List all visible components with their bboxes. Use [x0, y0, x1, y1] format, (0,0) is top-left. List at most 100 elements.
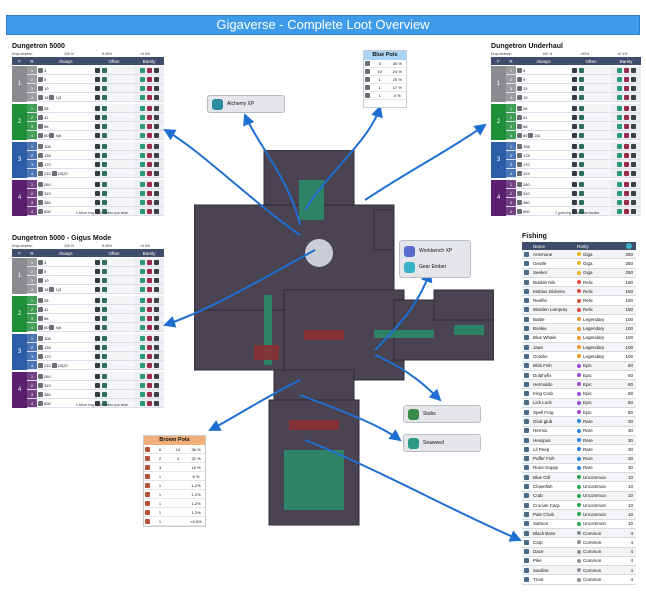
often-item-icon	[102, 297, 107, 303]
rare-item-icon	[630, 199, 636, 205]
rare-item-icon	[146, 94, 152, 100]
drop-chance-value: 100 %	[64, 52, 74, 56]
rare-item-icon	[153, 208, 159, 214]
rarity-label: Legendary	[583, 326, 605, 332]
rare-item-icon	[139, 382, 145, 388]
drop-chance-value: <0.1%	[617, 52, 628, 56]
often-item-icon	[95, 324, 100, 330]
room-number: 1	[506, 180, 516, 188]
fish-icon	[524, 363, 529, 369]
barely-cell	[611, 84, 641, 92]
barely-cell	[611, 131, 641, 139]
rare-item-icon	[630, 190, 636, 196]
fish-value: 30	[627, 428, 633, 434]
fish-icon-cell	[522, 484, 531, 490]
rare-item-icon	[146, 297, 152, 303]
always-qty: 58	[44, 123, 49, 129]
rare-item-icon	[146, 199, 152, 205]
often-item-icon	[102, 306, 107, 312]
rarity-label: Common	[583, 558, 602, 564]
always-cell: 10	[37, 276, 94, 284]
barely-cell	[134, 352, 164, 360]
material-icon	[517, 132, 522, 138]
often-item-icon	[579, 190, 584, 196]
rarity-dot	[577, 261, 581, 266]
always-qty: 500	[44, 208, 51, 214]
header-f: F	[18, 250, 21, 256]
room-number: 4	[27, 361, 37, 369]
rare-item-icon	[623, 94, 629, 100]
pot-item-icon	[145, 455, 150, 461]
rare-item-icon	[139, 132, 145, 138]
fish-value: 150	[625, 298, 633, 304]
rare-item-icon	[623, 105, 629, 111]
fish-value: 10	[627, 474, 633, 480]
material-icon	[38, 67, 43, 73]
pot-qty: 1	[378, 93, 381, 98]
rarity-label: Epic	[583, 391, 592, 397]
fish-value: 4	[630, 558, 633, 564]
often-item-icon	[579, 132, 584, 138]
always-cell: 380	[37, 390, 94, 398]
material-icon	[38, 400, 43, 406]
often-item-icon	[95, 286, 100, 292]
rarity-label: Legendary	[583, 344, 605, 350]
material-icon	[517, 170, 522, 176]
material-icon	[38, 315, 43, 321]
rare-item-icon	[139, 335, 145, 341]
rarity-label: Common	[583, 577, 602, 583]
rare-item-icon	[623, 199, 629, 205]
barely-cell	[134, 104, 164, 112]
rare-item-icon	[616, 94, 622, 100]
workbench-icon	[404, 245, 415, 257]
fish-value: 30	[627, 465, 633, 471]
always-cell: 58	[516, 122, 571, 130]
always-qty: 260	[44, 181, 51, 187]
often-item-icon	[95, 268, 100, 274]
rare-item-icon	[630, 105, 636, 111]
fish-name: Clownfish	[533, 484, 553, 490]
rare-item-icon	[146, 353, 152, 359]
often-item-icon	[102, 161, 107, 167]
often-item-icon	[95, 297, 100, 303]
always-qty: 18	[44, 94, 49, 100]
often-item-icon	[95, 391, 100, 397]
often-item-icon	[102, 76, 107, 82]
fish-rarity: Relic	[577, 289, 621, 294]
bonus-qty: 10|20	[57, 170, 68, 176]
fish-name: Puffer Fish	[533, 456, 555, 462]
fish-rarity: Giga	[577, 261, 621, 266]
room-number: 3	[27, 160, 37, 168]
pot-qty: 1	[378, 77, 381, 82]
often-item-icon	[102, 114, 107, 120]
often-item-icon	[572, 190, 577, 196]
rarity-dot	[577, 475, 581, 480]
rare-item-icon	[139, 344, 145, 350]
header-barely: Barely	[619, 58, 633, 64]
fish-icon-cell	[522, 577, 531, 583]
pot-item-icon	[365, 77, 370, 82]
rare-item-icon	[153, 344, 159, 350]
always-cell: 41	[516, 113, 571, 121]
rarity-dot	[577, 456, 581, 461]
barely-cell	[134, 361, 164, 369]
fish-icon-cell	[522, 539, 531, 545]
pot-chance: 17 %	[392, 85, 402, 90]
